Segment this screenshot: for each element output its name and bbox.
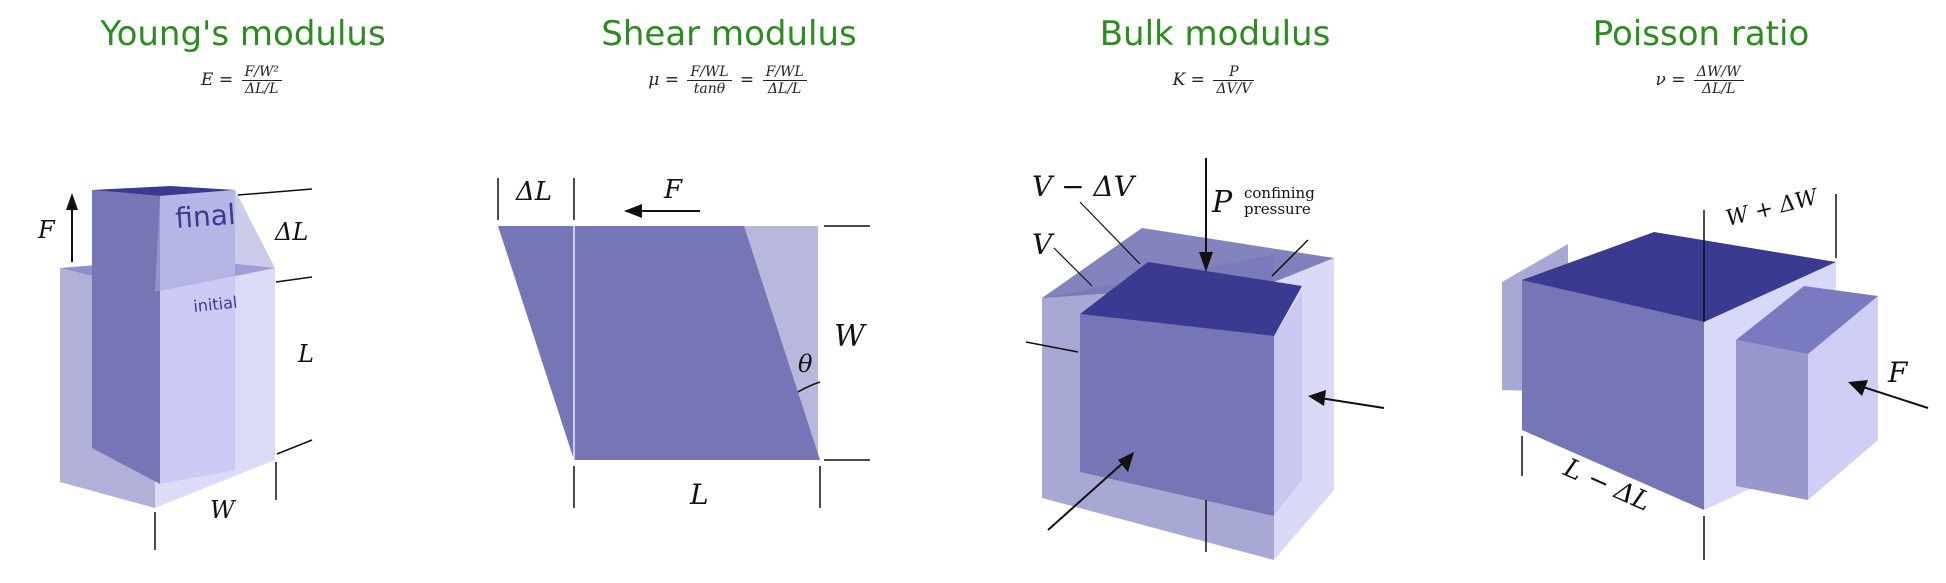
formula-numerator: ΔW/W <box>1693 64 1744 81</box>
force-label: F <box>663 175 683 205</box>
formula-denominator: ΔL/L <box>1701 81 1736 97</box>
pressure-word-label: pressure <box>1244 200 1311 218</box>
length-tick-bottom <box>276 439 313 455</box>
deformed-block-front-face <box>1522 280 1704 510</box>
pressure-label: P <box>1211 185 1233 220</box>
bulk-modulus-formula: K = P ΔV/V <box>972 64 1458 97</box>
shear-modulus-formula: μ = F/WL tanθ = F/WL ΔL/L <box>486 64 972 97</box>
formula-lhs: E = <box>201 70 234 90</box>
formula-numerator-1: F/WL <box>687 64 732 81</box>
pressure-arrow-head <box>1199 252 1213 272</box>
force-label: F <box>37 216 56 244</box>
side-arrow-line <box>1319 397 1385 409</box>
bulk-modulus-panel: Bulk modulus K = P ΔV/V V − ΔV V P confi… <box>972 0 1458 583</box>
confining-label: confining <box>1244 184 1315 202</box>
final-block-top-face <box>92 186 235 196</box>
formula-denominator: ΔL/L <box>245 81 279 97</box>
formula-denominator: ΔV/V <box>1216 81 1252 97</box>
youngs-modulus-panel: Young's modulus E = F/W² ΔL/L F ΔL L W f… <box>0 0 486 583</box>
poisson-ratio-panel: Poisson ratio ν = ΔW/W ΔL/L W + ΔW F L −… <box>1458 0 1944 583</box>
youngs-modulus-formula: E = F/W² ΔL/L <box>0 64 486 97</box>
width-change-label: W + ΔW <box>1723 184 1822 231</box>
length-label: L <box>297 340 314 368</box>
formula-fraction: ΔW/W ΔL/L <box>1693 64 1744 97</box>
bulk-modulus-title: Bulk modulus <box>1099 14 1331 54</box>
angle-arc <box>797 381 821 393</box>
force-arrow-head <box>624 204 642 218</box>
bottom-arrow-line <box>1047 461 1125 531</box>
inner-cube-top-face <box>1080 262 1302 336</box>
formula-denominator-2: ΔL/L <box>767 81 802 97</box>
reduced-volume-leader <box>1079 201 1141 265</box>
formula-denominator-1: tanθ <box>693 81 726 97</box>
force-arrow-head <box>1848 380 1868 396</box>
inner-cube-side-face <box>1274 292 1302 516</box>
original-block-side <box>1808 296 1878 500</box>
formula-fraction: F/W² ΔL/L <box>241 64 282 97</box>
formula-fraction-1: F/WL tanθ <box>687 64 732 97</box>
formula-fraction-2: F/WL ΔL/L <box>762 64 807 97</box>
force-arrow-line <box>1859 385 1929 409</box>
force-arrow-head <box>66 193 78 210</box>
formula-numerator: F/W² <box>241 64 282 81</box>
shear-modulus-title: Shear modulus <box>601 14 857 54</box>
poisson-ratio-diagram: W + ΔW F L − ΔL <box>1502 184 1929 560</box>
final-block-shadow <box>155 190 275 292</box>
delta-length-label: ΔL <box>274 218 308 246</box>
formula-lhs: μ = <box>648 70 679 90</box>
formula-lhs: K = <box>1172 70 1205 90</box>
width-label: W <box>210 496 237 524</box>
angle-label: θ <box>798 350 813 378</box>
volume-leader <box>1053 247 1093 287</box>
delta-length-tick-top <box>237 188 313 196</box>
youngs-modulus-title: Young's modulus <box>100 14 386 54</box>
side-arrow-head <box>1308 390 1326 406</box>
bulk-modulus-diagram: V − ΔV V P confining pressure <box>1025 158 1385 560</box>
youngs-modulus-diagram: F ΔL L W final initial <box>37 186 314 550</box>
bottom-arrow-head <box>1118 452 1134 472</box>
force-label: F <box>1887 356 1909 389</box>
final-block-front-face <box>92 190 160 484</box>
delta-length-label: ΔL <box>515 177 552 207</box>
formula-fraction: P ΔV/V <box>1213 64 1255 97</box>
top-right-tick-line <box>1271 239 1309 277</box>
formula-equals: = <box>739 70 755 90</box>
delta-length-tick-bottom <box>275 276 313 283</box>
formula-lhs: ν = <box>1655 70 1686 90</box>
formula-numerator: P <box>1213 64 1255 81</box>
original-block-top <box>1736 286 1878 354</box>
left-tick-line <box>1025 341 1079 353</box>
volume-label: V <box>1032 228 1055 261</box>
formula-numerator-2: F/WL <box>762 64 807 81</box>
length-label: L <box>689 478 709 511</box>
reduced-volume-label: V − ΔV <box>1032 170 1137 203</box>
original-block-side-front <box>1736 340 1808 500</box>
width-label: W <box>834 319 867 354</box>
shear-modulus-panel: Shear modulus μ = F/WL tanθ = F/WL ΔL/L … <box>486 0 972 583</box>
deformed-block-top-face <box>1522 232 1836 322</box>
poisson-ratio-title: Poisson ratio <box>1592 14 1810 54</box>
sheared-parallelogram <box>498 226 820 460</box>
shear-modulus-diagram: ΔL F W θ L <box>497 175 870 511</box>
poisson-ratio-formula: ν = ΔW/W ΔL/L <box>1458 64 1944 97</box>
final-label: final <box>174 198 236 235</box>
initial-label: initial <box>192 292 238 315</box>
